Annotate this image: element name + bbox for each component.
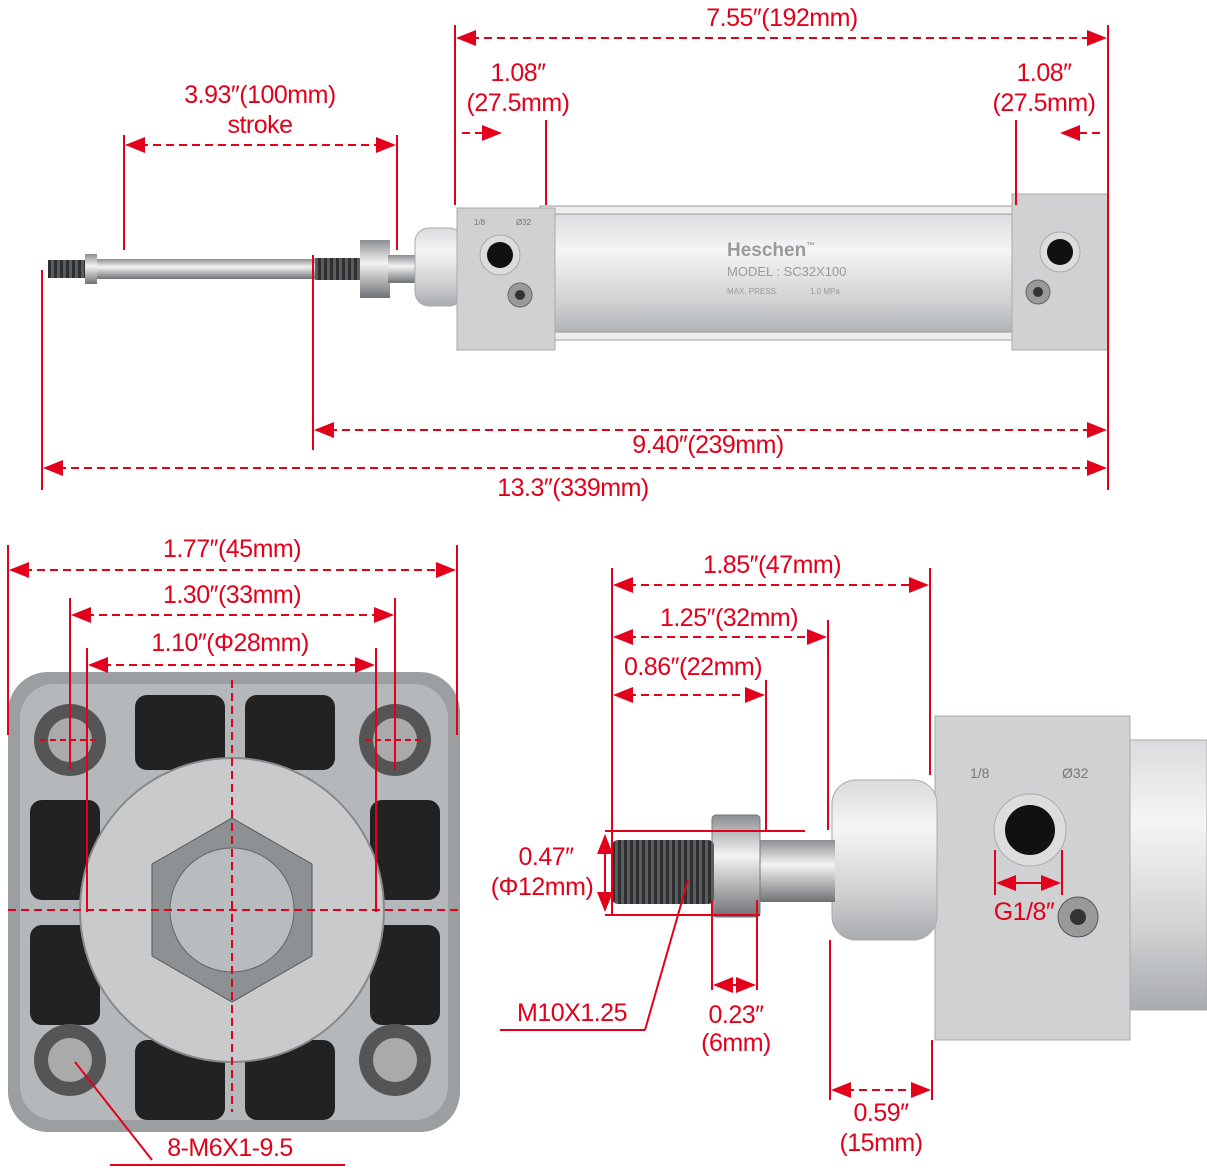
left-end-cap <box>456 207 556 351</box>
dim-32: 1.25″(32mm) <box>659 604 799 632</box>
rod-detail-view <box>612 715 1207 1041</box>
nose <box>414 227 464 307</box>
port-thread-label: G1/8″ <box>993 898 1055 926</box>
end-cap <box>934 715 1131 1041</box>
barrel <box>539 211 1021 341</box>
dim-boss-diameter: 1.10″(Φ28mm) <box>151 629 309 657</box>
dim-overall-length: 13.3″(339mm) <box>497 474 649 502</box>
model-text: MODEL : SC32X100 <box>727 264 847 279</box>
rod-nut-left <box>85 254 97 284</box>
dim-nut-in: 0.23″ <box>708 1001 764 1029</box>
dim-nut-mm: (6mm) <box>701 1029 771 1057</box>
stroke-label: stroke <box>227 111 293 139</box>
dim-body-with-thread: 9.40″(239mm) <box>632 431 784 459</box>
rod-view-dimension-lines <box>500 568 1063 1100</box>
piston-rod <box>755 840 835 902</box>
dim-22: 0.86″(22mm) <box>623 653 763 681</box>
port-icon <box>487 242 513 268</box>
brand-logo: Heschen™ <box>727 240 816 261</box>
dim-rod-dia-mm: (Φ12mm) <box>490 873 594 901</box>
dim-right-cap-in: 1.08″ <box>1016 59 1072 87</box>
dim-width: 1.77″(45mm) <box>162 535 302 563</box>
rod-thread-label: M10X1.25 <box>517 999 627 1027</box>
port-mark: 1/8 <box>474 218 486 227</box>
dim-47: 1.85″(47mm) <box>702 551 842 579</box>
dim-overall-body: 7.55″(192mm) <box>706 4 858 32</box>
dim-left-cap-in: 1.08″ <box>490 59 546 87</box>
bore-mark-detail: Ø32 <box>1062 765 1089 781</box>
rod-nut <box>360 240 390 298</box>
dim-nose-mm: (15mm) <box>839 1129 923 1157</box>
rod-thread <box>612 840 714 904</box>
top-dimension-lines <box>41 25 1109 490</box>
end-view-dimension-lines <box>7 545 460 1166</box>
piston-rod <box>97 259 317 279</box>
max-press-value: 1.0 MPa <box>810 287 840 296</box>
dim-left-cap-mm: (27.5mm) <box>466 89 570 117</box>
nose <box>831 779 938 941</box>
mount-thread-label: 8-M6X1-9.5 <box>167 1134 293 1162</box>
dim-bolt-spacing: 1.30″(33mm) <box>162 581 302 609</box>
max-press-label: MAX. PRESS. <box>727 287 779 296</box>
port-icon <box>1005 805 1055 855</box>
dim-nose-in: 0.59″ <box>853 1099 909 1127</box>
bore-mark: Ø32 <box>516 218 532 227</box>
dim-right-cap-mm: (27.5mm) <box>992 89 1096 117</box>
dim-stroke: 3.93″(100mm) <box>184 81 336 109</box>
port-mark-detail: 1/8 <box>970 765 990 781</box>
cylinder-side-view <box>48 193 1109 351</box>
dim-rod-dia-in: 0.47″ <box>518 843 574 871</box>
